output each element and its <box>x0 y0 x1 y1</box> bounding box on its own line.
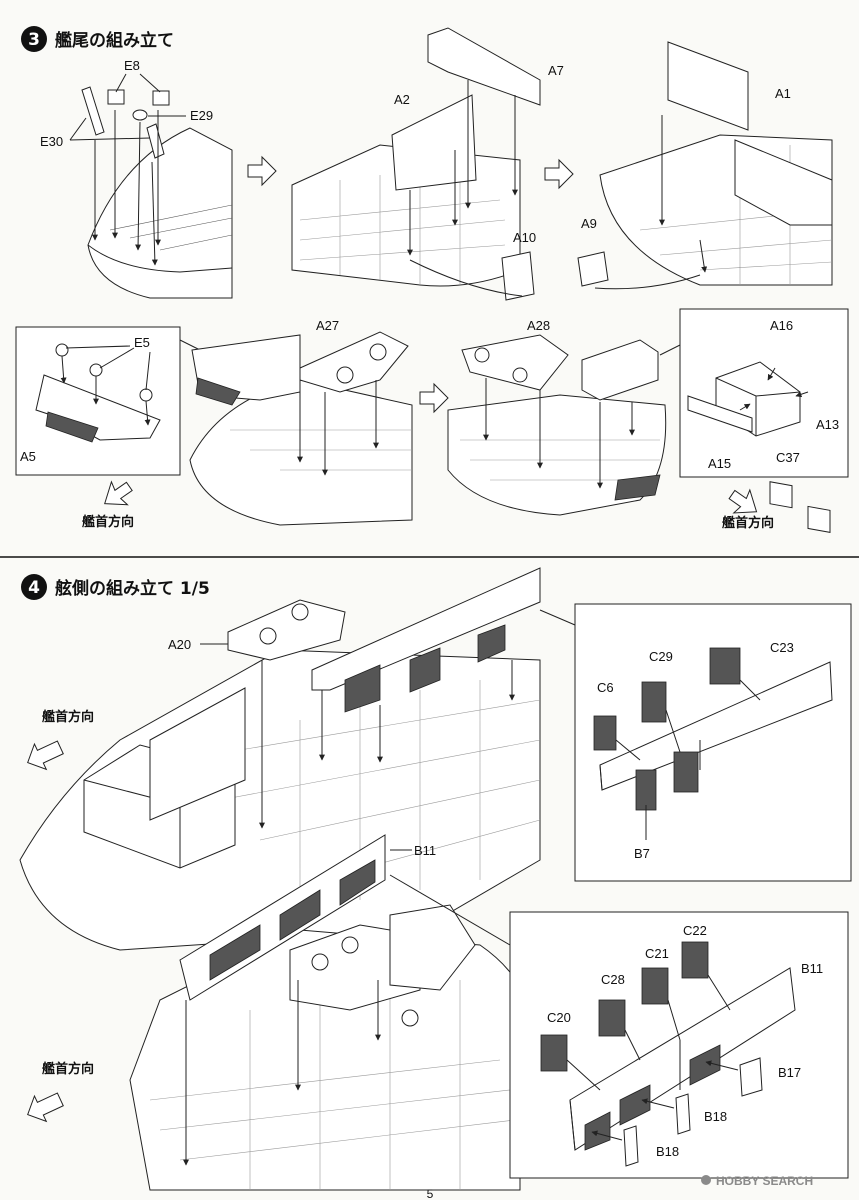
label-a2: A2 <box>394 92 410 107</box>
label-a27: A27 <box>316 318 339 333</box>
step-number: 3 <box>28 30 40 50</box>
c28-part <box>598 999 626 1037</box>
e29-part <box>132 109 148 121</box>
a13-part <box>807 505 831 533</box>
step-flow-arrow <box>544 158 574 190</box>
c6-part <box>593 715 617 751</box>
label-a5: A5 <box>20 449 36 464</box>
step-title: 艦尾の組み立て <box>55 30 174 51</box>
label-c28: C28 <box>601 972 625 987</box>
a16-part <box>769 481 793 509</box>
c21-part <box>641 967 669 1005</box>
label-a1: A1 <box>775 86 791 101</box>
e30-part-left <box>81 86 105 136</box>
e8-part-left <box>107 89 125 105</box>
label-a20: A20 <box>168 637 191 652</box>
label-e8: E8 <box>124 58 140 73</box>
bow-direction-arrow <box>728 488 758 514</box>
bow-direction-label-left: 艦首方向 <box>82 514 134 530</box>
label-c23: C23 <box>770 640 794 655</box>
c22-part <box>681 941 709 979</box>
label-a9: A9 <box>581 216 597 231</box>
watermark: HOBBY SEARCH <box>716 1174 813 1188</box>
a10-part <box>501 251 535 301</box>
step-4-header: 4 舷側の組み立て 1/5 <box>21 574 210 600</box>
label-c21: C21 <box>645 946 669 961</box>
b18-part-b <box>623 1125 639 1167</box>
a1-part <box>667 41 749 131</box>
c37-installed <box>581 339 659 401</box>
c37-part <box>687 361 831 533</box>
a15-part <box>687 395 753 433</box>
page-number: 5 <box>427 1187 434 1200</box>
c29-part <box>641 681 667 723</box>
hull-lower-assembly <box>129 834 534 1191</box>
a27-part <box>299 331 409 393</box>
label-b7: B7 <box>634 846 650 861</box>
label-e5: E5 <box>134 335 150 350</box>
stern-hull-assembly-4 <box>189 331 413 526</box>
stern-hull-assembly-3 <box>577 41 833 290</box>
label-c6: C6 <box>597 680 614 695</box>
label-a16: A16 <box>770 318 793 333</box>
label-a28: A28 <box>527 318 550 333</box>
label-c37: C37 <box>776 450 800 465</box>
label-c29: C29 <box>649 649 673 664</box>
step-number-badge <box>21 574 47 600</box>
bow-hull-upper <box>19 567 541 951</box>
b18-part-a <box>675 1093 691 1135</box>
step-flow-arrow <box>247 155 277 187</box>
stern-hull-assembly-2 <box>291 27 541 301</box>
stern-hull-assembly-1 <box>69 73 233 299</box>
a9-part <box>577 251 609 287</box>
step-title: 舷側の組み立て 1/5 <box>55 578 210 599</box>
watermark-logo-icon <box>701 1175 711 1185</box>
label-b18-a: B18 <box>704 1109 727 1124</box>
b11-assembly <box>540 941 796 1167</box>
step-number: 4 <box>28 578 40 598</box>
bow-direction-label-right: 艦首方向 <box>722 515 774 531</box>
label-c20: C20 <box>547 1010 571 1025</box>
e8-part-right <box>152 90 170 106</box>
bow-direction-arrow <box>104 480 133 506</box>
a2-part <box>391 94 477 191</box>
bow-direction-label-lower: 艦首方向 <box>42 1061 94 1077</box>
a5-part <box>35 343 161 443</box>
label-a7: A7 <box>548 63 564 78</box>
step-number-badge <box>21 26 47 52</box>
label-b17: B17 <box>778 1065 801 1080</box>
bow-direction-label-upper: 艦首方向 <box>42 709 94 725</box>
bow-direction-arrow <box>27 740 64 771</box>
label-e30: E30 <box>40 134 63 149</box>
bow-direction-arrow <box>27 1092 64 1123</box>
step-flow-arrow <box>419 382 449 414</box>
a28-part <box>461 334 569 391</box>
b17-part <box>739 1057 763 1097</box>
label-e29: E29 <box>190 108 213 123</box>
label-b18-b: B18 <box>656 1144 679 1159</box>
label-a15: A15 <box>708 456 731 471</box>
step-3-header: 3 艦尾の組み立て <box>21 26 174 52</box>
a7-part <box>427 27 541 106</box>
b7-assembly <box>593 647 833 840</box>
side-wall-piece <box>311 567 541 691</box>
c23-part <box>709 647 741 685</box>
a20-part <box>227 599 346 661</box>
label-b11-detail: B11 <box>801 961 823 976</box>
e30-part-right <box>146 123 165 159</box>
label-b11: B11 <box>414 843 436 858</box>
c20-part <box>540 1034 568 1072</box>
label-a13: A13 <box>816 417 839 432</box>
label-a10: A10 <box>513 230 536 245</box>
label-c22: C22 <box>683 923 707 938</box>
stern-hull-assembly-5 <box>447 334 667 516</box>
